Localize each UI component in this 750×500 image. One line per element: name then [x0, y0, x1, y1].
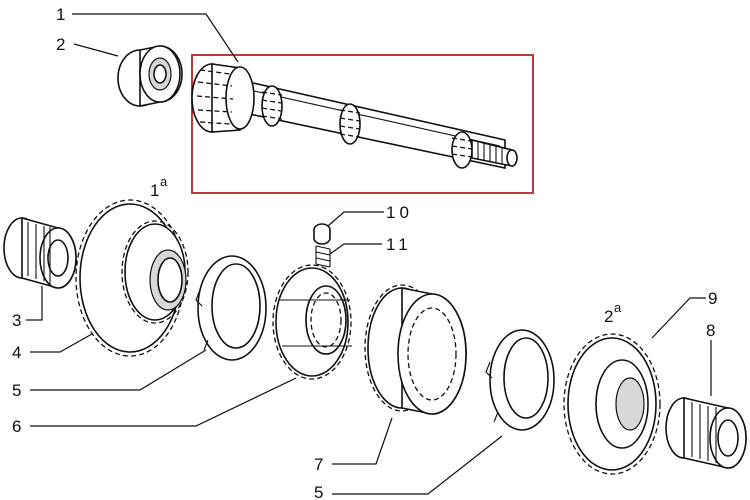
callout-4: 4	[12, 343, 21, 362]
gear-mark-first: 1 a	[150, 174, 168, 200]
callout-1: 1	[56, 5, 65, 24]
callout-11: 11	[386, 235, 412, 254]
part-4-first-gear[interactable]	[75, 199, 189, 357]
callout-5-lower: 5	[314, 483, 323, 500]
callout-9: 9	[708, 289, 717, 308]
gear-mark-second: 2 a	[604, 300, 622, 326]
part-7-sliding-sleeve[interactable]	[364, 284, 467, 415]
part-3-needle-bearing[interactable]	[3, 216, 77, 289]
callout-3: 3	[12, 311, 21, 330]
callout-8: 8	[706, 321, 715, 340]
svg-text:a: a	[614, 300, 622, 315]
svg-text:1: 1	[150, 181, 159, 200]
part-10-detent-ball[interactable]	[313, 223, 331, 245]
part-6-synchro-hub[interactable]	[272, 264, 352, 380]
callout-6: 6	[12, 417, 21, 436]
callout-2: 2	[56, 35, 65, 54]
svg-text:2: 2	[604, 307, 613, 326]
callout-5-upper: 5	[12, 381, 21, 400]
leader-lines	[26, 13, 712, 495]
part-5-synchro-ring-lower[interactable]	[485, 329, 555, 431]
callout-10: 10	[386, 203, 413, 222]
part-2-bearing[interactable]	[117, 45, 183, 107]
part-5-synchro-ring-upper[interactable]	[195, 255, 267, 361]
part-9-second-gear[interactable]	[563, 333, 661, 475]
highlight-box	[191, 54, 534, 194]
part-8-needle-bearing[interactable]	[665, 396, 747, 469]
callout-7: 7	[314, 455, 323, 474]
svg-text:a: a	[160, 174, 168, 189]
part-1-shaft[interactable]	[191, 63, 518, 169]
part-11-spring[interactable]	[315, 245, 331, 268]
